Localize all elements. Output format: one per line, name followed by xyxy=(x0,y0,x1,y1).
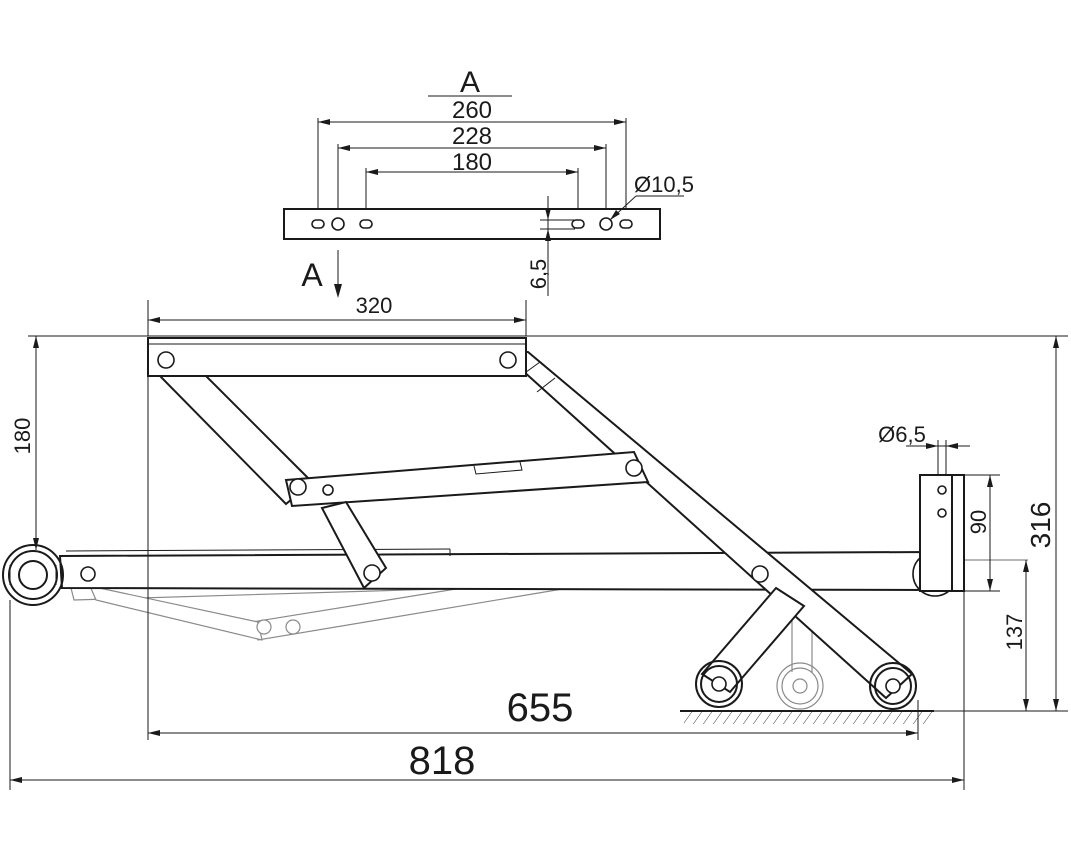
dim-655-label: 655 xyxy=(507,686,574,730)
long-diagonal-arm xyxy=(499,351,914,700)
bottom-middle-wheel-ghost xyxy=(776,662,824,710)
pivot-hole xyxy=(363,564,381,582)
slot-hole xyxy=(311,219,325,229)
dim-small-hole-label: Ø6,5 xyxy=(878,422,926,447)
pivot-hole xyxy=(499,351,517,369)
section-title: A xyxy=(460,66,480,99)
round-hole xyxy=(599,217,613,231)
bottom-left-wheel xyxy=(695,660,743,708)
slot-hole xyxy=(619,219,633,229)
lift-mechanism xyxy=(2,337,1028,724)
pivot-hole xyxy=(322,484,334,496)
mounting-plate xyxy=(283,208,661,240)
ground-line xyxy=(680,710,934,724)
dim-818-label: 818 xyxy=(409,739,476,783)
pivot-hole xyxy=(625,459,643,477)
dim-316-label: 316 xyxy=(1025,502,1056,549)
dim-260-label: 260 xyxy=(452,97,492,124)
bottom-right-wheel xyxy=(869,662,917,710)
pivot-hole xyxy=(751,565,769,583)
main-dimensions: 320 180 Ø6,5 90 316 137 xyxy=(9,293,1068,790)
middle-connecting-bar xyxy=(284,450,650,508)
dim-slot-label: 6,5 xyxy=(526,259,551,290)
dim-hole-diameter-label: Ø10,5 xyxy=(634,172,694,197)
slot-hole xyxy=(571,219,585,229)
view-a-marker: A xyxy=(301,257,323,293)
pivot-hole xyxy=(80,566,96,582)
section-a-view: A 260 228 180 Ø10,5 xyxy=(283,66,694,298)
short-diagonal-arm xyxy=(700,586,806,694)
left-roller-wheel xyxy=(2,544,64,606)
pivot-hole xyxy=(289,478,307,496)
pivot-hole xyxy=(157,351,175,369)
dim-137-label: 137 xyxy=(1002,614,1027,651)
dim-228-label: 228 xyxy=(452,123,492,150)
dim-180-vertical-label: 180 xyxy=(10,418,35,455)
dim-180-label: 180 xyxy=(452,149,492,176)
slot-hole xyxy=(359,219,373,229)
dim-320-label: 320 xyxy=(356,293,393,318)
dim-90-label: 90 xyxy=(966,510,991,534)
round-hole xyxy=(331,217,345,231)
